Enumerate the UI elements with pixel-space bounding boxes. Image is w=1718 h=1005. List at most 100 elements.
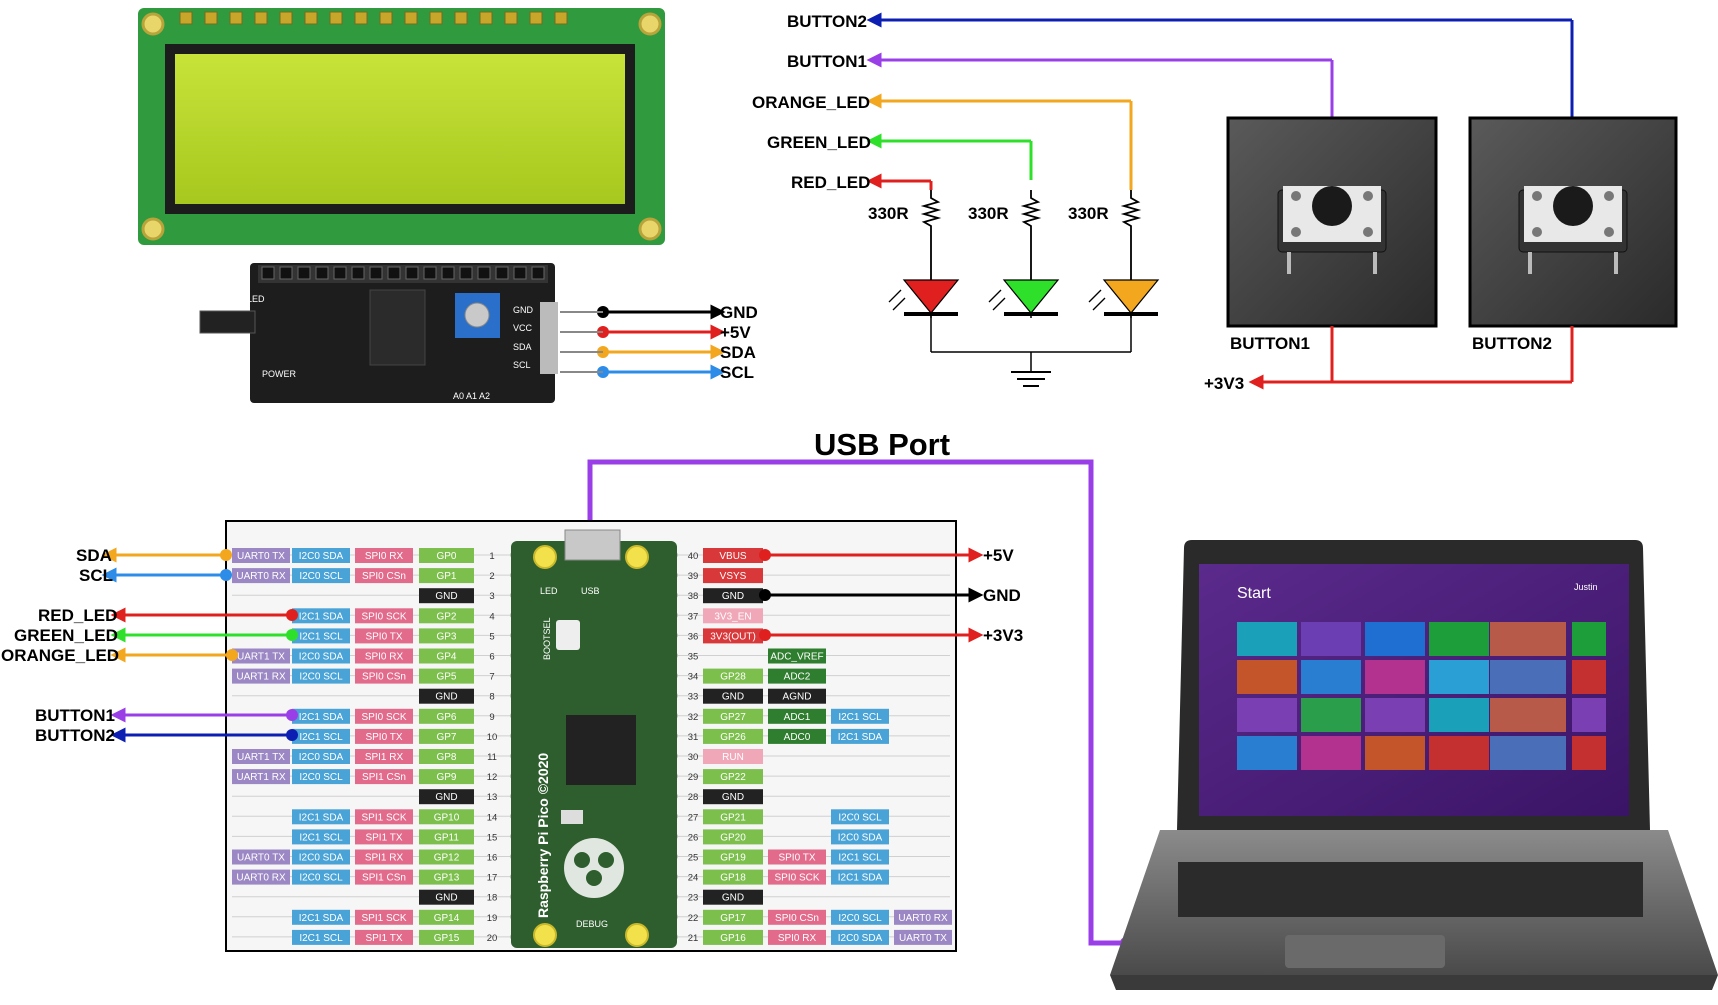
pin-16-alt1-text: I2C0 SDA [299,853,344,864]
signal-label-orange-led: ORANGE_LED [752,93,870,112]
pin-17-alt0-text: SPI1 CSn [362,873,406,884]
pin-1-alt1-text: I2C0 SDA [299,551,344,562]
pico-wire-scl: SCL [79,566,113,585]
pin-17-alt1 [292,869,350,885]
pin-35-alt0 [768,648,826,664]
pin-22-alt0-text: SPI0 CSn [775,913,819,924]
pin-31 [703,728,763,744]
pin-number-23: 23 [688,893,699,904]
pin-11 [419,749,474,764]
pin-3 [419,588,474,604]
pin-21 [703,929,763,945]
raspberry-logo [564,838,624,898]
pin-10-alt0-text: SPI0 TX [365,732,402,743]
supply-label-3v3: +3V3 [1204,374,1244,393]
pin-26-alt1-text: I2C0 SDA [838,832,883,843]
pin-22-alt1 [831,909,889,925]
pin-21-alt0 [768,929,826,945]
pin-19-alt0-text: SPI1 SCK [361,913,406,924]
pin-22-alt2 [894,909,952,925]
pin-number-27: 27 [688,812,699,823]
pin-31-alt1 [831,728,889,744]
resistor-label-3: 330R [1068,204,1109,223]
wire-label-gnd: GND [720,303,758,322]
button-supply-wire: +3V3 [1204,326,1574,393]
pin-34 [703,668,763,684]
pin-22-alt2-text: UART0 RX [898,913,948,924]
pin-36-text: 3V3(OUT) [710,631,756,642]
pin-26-alt1 [831,829,889,845]
pin-39 [703,568,763,584]
pin-14-alt1-text: I2C1 SDA [299,812,344,823]
pin-19-alt1-text: I2C1 SDA [299,913,344,924]
pin-number-36: 36 [688,631,699,642]
usb-connector [564,529,621,561]
pin-28 [703,789,763,805]
pin-25-text: GP19 [720,853,746,864]
pin-23-text: GND [722,893,744,904]
signal-label-button1: BUTTON1 [787,52,867,71]
pin-7-alt1 [292,668,350,684]
pin-number-15: 15 [487,832,498,843]
pin-37-text: 3V3_EN [714,611,751,622]
pin-6-alt0 [355,648,413,664]
pin-19-alt0 [355,909,413,925]
pin-34-text: GP28 [720,672,746,683]
button1-label: BUTTON1 [1230,334,1310,353]
pin-20-alt0-text: SPI1 TX [365,933,402,944]
pin-1-text: GP0 [436,551,456,562]
pin-5-text: GP3 [436,631,456,642]
pin-5-alt1 [292,628,350,644]
pin-25-alt1 [831,849,889,865]
pico-wire-button1: BUTTON1 [35,706,115,725]
pin-19 [419,909,474,925]
pin-37 [703,608,763,624]
pin-number-18: 18 [487,893,498,904]
pin-number-7: 7 [489,672,494,683]
pin-17-alt0 [355,869,413,885]
pin-4-alt0-text: SPI0 SCK [361,611,406,622]
pin-21-text: GP16 [720,933,746,944]
signal-label-red-led: RED_LED [791,173,870,192]
wire-label-sda: SDA [720,343,756,362]
pin-33-alt0 [768,688,826,704]
bootsel-button [556,620,580,650]
pin-30 [703,749,763,764]
pin-9 [419,708,474,724]
pin-number-25: 25 [688,853,699,864]
signal-label-button2: BUTTON2 [787,12,867,31]
pin-14 [419,809,474,825]
pin-2-alt1 [292,568,350,584]
usb-port-title: USB Port [814,427,950,462]
pin-17 [419,869,474,885]
pin-24-alt0 [768,869,826,885]
pin-10-text: GP7 [436,732,456,743]
pin-25 [703,849,763,865]
pin-12-alt0-text: SPI1 CSn [362,772,406,783]
pin-10 [419,728,474,744]
backpack-addr-label: A0 A1 A2 [453,391,490,401]
pin-number-28: 28 [688,792,699,803]
pin-2-alt0 [355,568,413,584]
pin-13 [419,789,474,805]
pin-21-alt1 [831,929,889,945]
pin-2 [419,568,474,584]
signal-lines: BUTTON2 BUTTON1 ORANGE_LED GREEN_LED RED… [752,12,1574,192]
pin-7-alt2 [232,668,290,684]
pin-10-alt0 [355,728,413,744]
pin-8-text: GND [435,692,457,703]
pico-wire-red-led: RED_LED [38,606,117,625]
pin-7-alt2-text: UART1 RX [236,672,286,683]
pico-left-wires: SDA SCL RED_LED GREEN_LED ORANGE_LED BUT… [1,546,298,745]
pin-1-alt2 [232,548,290,563]
laptop-start-label: Start [1237,585,1271,602]
led-green [988,279,1060,318]
pin-number-12: 12 [487,772,498,783]
pin-7 [419,668,474,684]
pin-26-text: GP20 [720,832,746,843]
pin-31-alt1-text: I2C1 SDA [838,732,883,743]
pin-4-alt0 [355,608,413,624]
pin-number-30: 30 [688,752,699,763]
pin-15-text: GP11 [434,832,459,843]
